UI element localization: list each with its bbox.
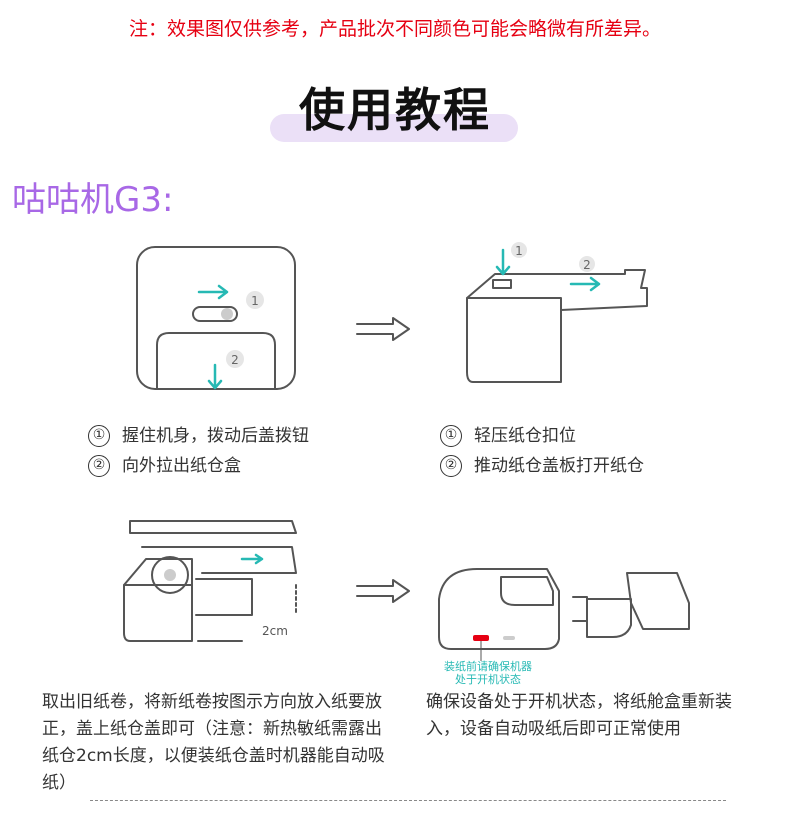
step2-illustration: 1 2 [466,242,648,383]
mark-2: 2 [583,258,591,272]
measure-label: 2cm [262,624,288,638]
mark-1: 1 [515,244,523,258]
divider [90,800,726,801]
step3-instructions: 取出旧纸卷，将新纸卷按图示方向放入纸要放正，盖上纸仓盖即可（注意：新热敏纸需露出… [42,692,385,793]
mark-1: 1 [251,294,259,308]
mark-2: 2 [231,353,239,367]
title-highlight [270,114,518,142]
step4-illustration [438,568,690,661]
step4-instructions: 确保设备处于开机状态，将纸舱盒重新装入，设备自动吸纸后即可正常使用 [426,692,732,739]
disclaimer-note: 注：效果图仅供参考，产品批次不同颜色可能会略微有所差异。 [128,18,661,40]
step3-illustration: 2cm [123,520,297,642]
page-title: 使用教程 [299,83,491,137]
step1-illustration: 1 2 [136,246,296,390]
next-arrow-icon [356,317,410,341]
next-arrow-icon [356,579,410,603]
power-on-caption: 装纸前请确保机器处于开机状态 [444,660,532,686]
model-name: 咕咕机G3: [12,180,174,220]
